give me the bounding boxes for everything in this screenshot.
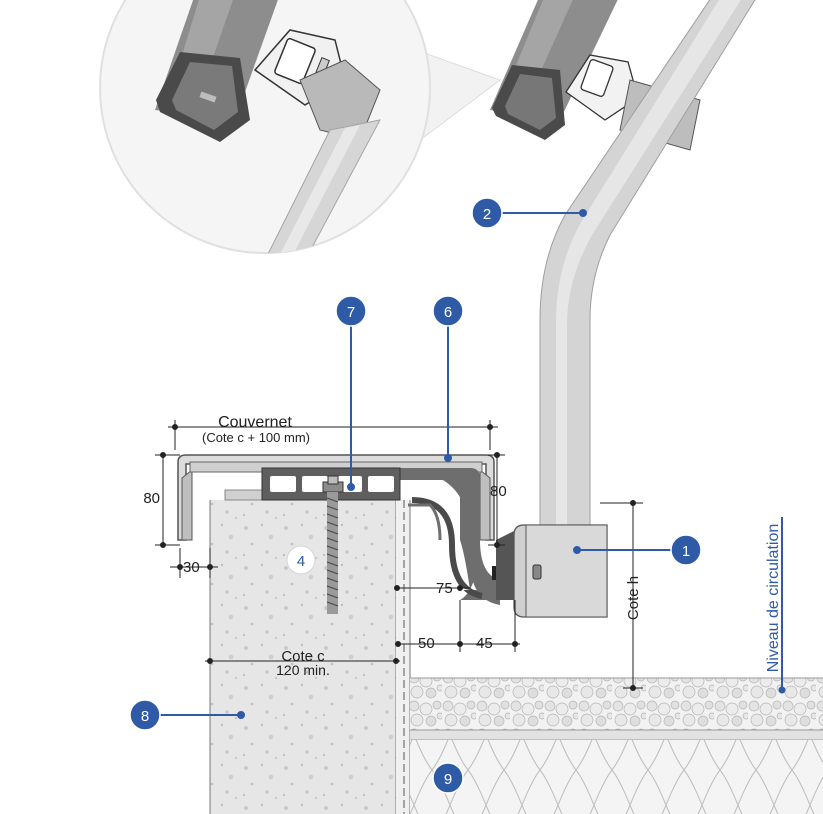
dim-80-left: 80 — [143, 490, 160, 507]
coping-profile — [177, 454, 495, 541]
cote-h-label: Cote h — [625, 576, 642, 620]
callout-6: 6 — [432, 295, 464, 327]
couvernet-label: Couvernet — [218, 414, 292, 431]
magnifier-detail — [99, 0, 502, 254]
dim-30: 30 — [183, 559, 200, 576]
anchor-bolt — [322, 475, 344, 614]
callout-8: 8 — [129, 699, 161, 731]
callout-2: 2 — [471, 197, 503, 229]
svg-text:1: 1 — [682, 543, 690, 560]
svg-text:6: 6 — [444, 304, 452, 321]
dim-75: 75 — [436, 580, 453, 597]
svg-text:2: 2 — [483, 206, 491, 223]
ground-layers — [410, 677, 823, 814]
cote-c-min-label: 120 min. — [276, 662, 330, 678]
couvernet-sub-label: (Cote c + 100 mm) — [202, 430, 310, 445]
pipe-sleeve — [513, 524, 608, 618]
dim-80-right: 80 — [490, 483, 507, 500]
svg-text:4: 4 — [297, 553, 305, 570]
svg-text:7: 7 — [347, 304, 355, 321]
callout-9: 9 — [432, 762, 464, 794]
svg-text:9: 9 — [444, 771, 452, 788]
svg-text:8: 8 — [141, 708, 149, 725]
dim-45: 45 — [476, 635, 493, 652]
cote-c-label: Cote c — [281, 648, 325, 665]
niveau-indicator — [778, 517, 786, 694]
callout-1: 1 — [670, 534, 702, 566]
dimension-lines — [155, 420, 643, 691]
leader-lines — [160, 209, 672, 719]
dim-50: 50 — [418, 635, 435, 652]
callout-4: 4 — [286, 545, 316, 575]
callout-7: 7 — [335, 295, 367, 327]
niveau-label: Niveau de circulation — [765, 524, 782, 673]
